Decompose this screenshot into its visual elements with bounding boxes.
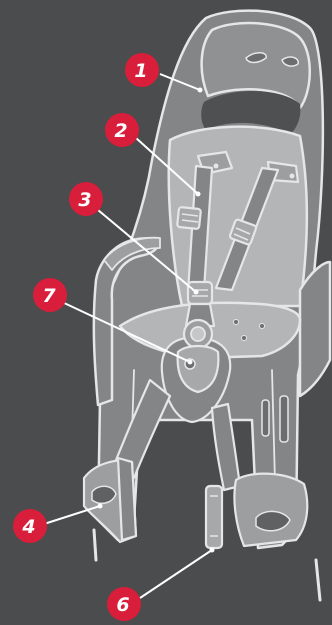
leader-line-4 [43,505,101,525]
callout-number-1: 1 [134,60,147,82]
callout-number-7: 7 [42,285,56,307]
leader-line-2 [135,137,199,195]
leader-line-6 [139,549,213,599]
harness-buckle [186,280,214,306]
headrest-recess [201,90,301,134]
left-armrest [92,237,160,407]
callout-number-2: 2 [114,120,127,142]
harness [160,150,300,424]
right-armrest [298,260,332,398]
left-leg-guard [110,378,172,480]
seat-hole [233,319,239,325]
callout-badges: 1 2 3 7 4 6 [13,53,159,621]
leader-line-7 [61,301,191,363]
right-foot-rest [233,472,309,548]
callout-badge-6: 6 [107,587,141,621]
leader-lines [43,73,215,599]
leader-line-3 [97,209,197,293]
headrest-slot [245,52,267,64]
leg-area [82,378,309,550]
seat-frame-slot [279,395,289,443]
callout-badge-7: 7 [33,278,67,312]
left-armrest-grip [103,236,161,271]
foot-strap-adjuster [204,484,224,550]
callout-number-4: 4 [21,516,35,538]
callout-badge-4: 4 [13,509,47,543]
right-strap-adjuster [228,218,258,246]
callout-number-3: 3 [78,189,91,211]
callout-badge-3: 3 [69,182,103,216]
callout-badge-2: 2 [105,113,139,147]
buckle-tongue [176,344,220,394]
left-strap-adjuster [176,206,202,230]
left-foot-rest-strap [116,456,138,542]
seat-frame-slot [261,399,270,437]
right-foot-rest-tread [255,510,291,532]
callout-number-6: 6 [116,594,129,616]
leader-line-1 [159,73,201,91]
seat-hole [259,323,265,329]
seat-hole [241,335,247,341]
headrest-slot [281,56,299,67]
callout-badge-1: 1 [125,53,159,87]
mounting-rod [92,528,322,602]
left-foot-rest-tread [91,485,117,505]
